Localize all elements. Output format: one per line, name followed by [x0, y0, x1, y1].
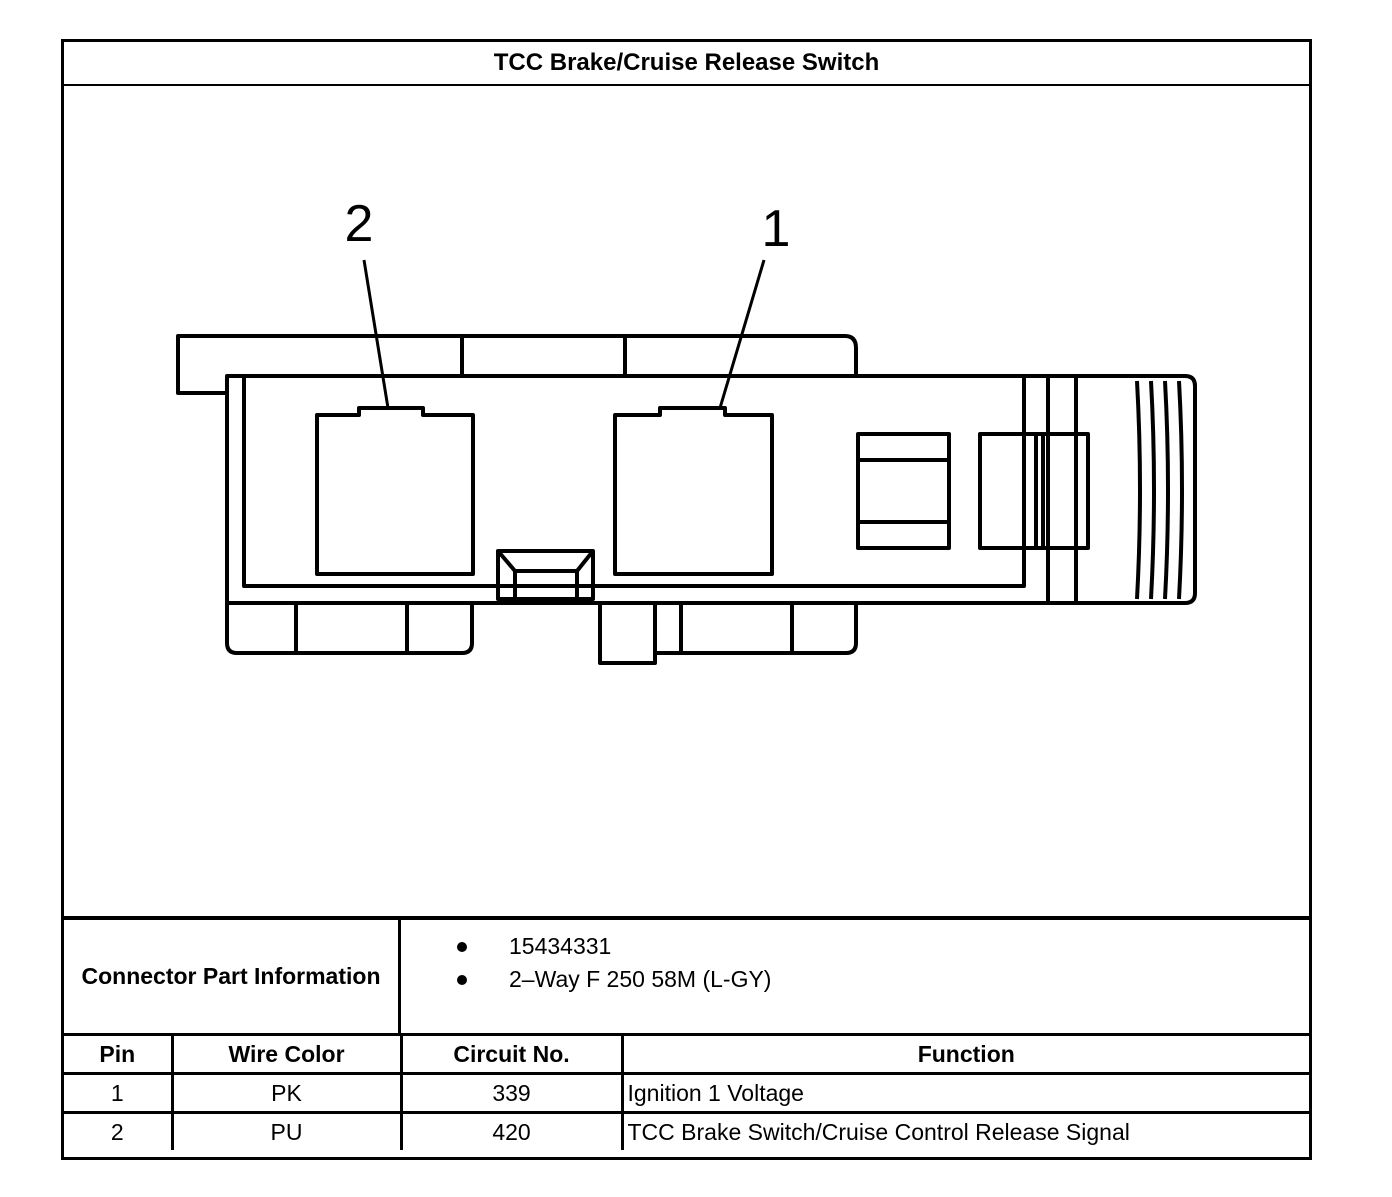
- header-pin: Pin: [64, 1036, 174, 1075]
- lock-block: [856, 432, 951, 550]
- pin-label-1: 1: [762, 200, 791, 258]
- top-latch: [176, 334, 858, 395]
- bullet-icon: [457, 941, 467, 952]
- pin-table: Pin Wire Color Circuit No. Function 1 PK…: [64, 1036, 1309, 1150]
- cell-function: Ignition 1 Voltage: [620, 1072, 1309, 1114]
- header-function: Function: [620, 1036, 1309, 1075]
- housing-outer: [225, 374, 1197, 605]
- connector-drawing: 2 1: [176, 195, 1197, 665]
- cell-circuit: 420: [399, 1111, 624, 1150]
- center-key: [496, 549, 595, 601]
- connector-part-info: Connector Part Information 15434331 2–Wa…: [64, 916, 1309, 1036]
- cell-wire-color: PK: [170, 1072, 403, 1114]
- header-circuit: Circuit No.: [399, 1036, 624, 1075]
- list-item: 2–Way F 250 58M (L-GY): [401, 963, 1309, 996]
- part-number: 15434331: [509, 933, 612, 959]
- housing-inner: [242, 374, 1026, 588]
- table-row: 1 PK 339 Ignition 1 Voltage: [64, 1072, 1309, 1114]
- connector-description: 2–Way F 250 58M (L-GY): [509, 966, 772, 992]
- connector-part-info-label: Connector Part Information: [64, 920, 401, 1033]
- bullet-icon: [457, 974, 467, 985]
- leader-pin-2: [362, 259, 390, 409]
- cell-wire-color: PU: [170, 1111, 403, 1150]
- header-wire-color: Wire Color: [170, 1036, 403, 1075]
- cavity-1: [613, 406, 774, 576]
- leader-pin-1: [718, 259, 766, 409]
- connector-diagram: 2 1: [64, 86, 1309, 916]
- cell-circuit: 339: [399, 1072, 624, 1114]
- list-item: 15434331: [401, 930, 1309, 963]
- table-header-row: Pin Wire Color Circuit No. Function: [64, 1036, 1309, 1075]
- bottom-strip: [225, 603, 474, 655]
- cavity-2: [315, 406, 475, 576]
- connector-title: TCC Brake/Cruise Release Switch: [64, 42, 1309, 86]
- cell-function: TCC Brake Switch/Cruise Control Release …: [620, 1111, 1309, 1150]
- connector-part-list: 15434331 2–Way F 250 58M (L-GY): [401, 920, 1309, 1033]
- cell-pin: 1: [64, 1072, 174, 1114]
- pin-label-2: 2: [345, 195, 374, 253]
- table-row: 2 PU 420 TCC Brake Switch/Cruise Control…: [64, 1111, 1309, 1150]
- cell-pin: 2: [64, 1111, 174, 1150]
- connector-frame: TCC Brake/Cruise Release Switch: [61, 39, 1312, 1160]
